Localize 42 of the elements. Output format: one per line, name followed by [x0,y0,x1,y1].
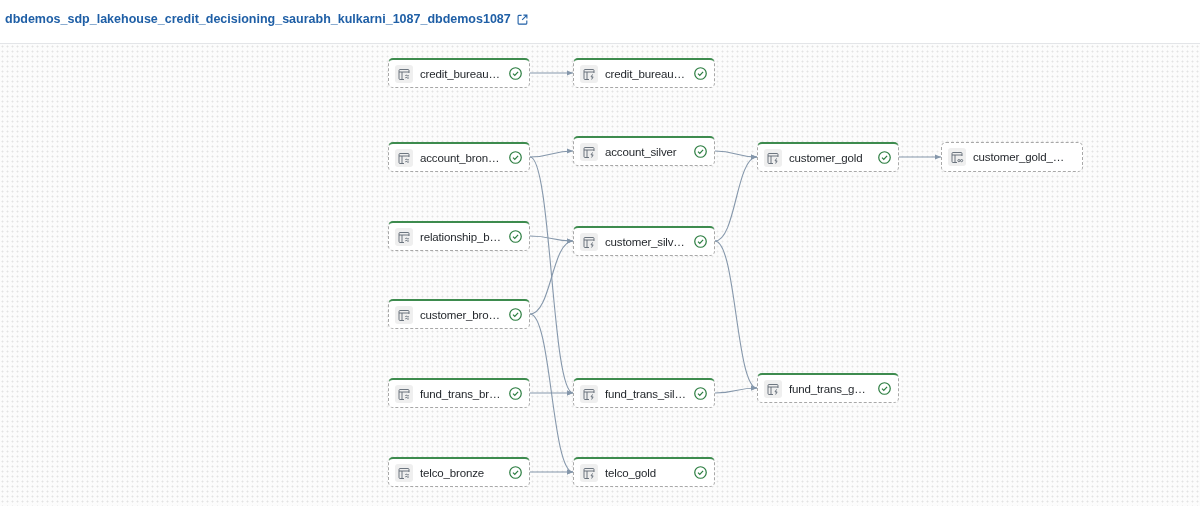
table-name: customer_gold [789,150,863,165]
table-node [388,299,530,329]
table-name: telco_bronze [420,465,485,480]
connector-arrow [529,70,574,76]
connector-arrow [529,313,574,473]
table-node [757,142,899,172]
table-name: credit_bureau… [420,66,500,81]
table-name: customer_gold_… [973,150,1065,164]
connector-arrow [529,156,574,394]
table-name: customer_bro… [420,307,500,322]
connector-arrow [714,240,758,389]
table-name: relationship_b… [420,229,501,244]
connector-arrow [898,154,942,160]
table-name: customer_silv… [605,234,685,249]
connector-arrow [714,385,758,394]
pipeline-title-link: dbdemos_sdp_lakehouse_credit_decisioning_saurabh_kulkarni_1087_dbdemos1087 [5,11,511,28]
table-name: telco_gold [605,465,656,480]
table-node [388,58,530,88]
connector-arrow [529,240,574,315]
table-name: fund_trans_br… [420,386,501,401]
table-node [573,58,715,88]
table-node [388,142,530,172]
connector-arrow [529,390,574,396]
table-name: account_bron… [420,150,500,165]
table-name: account_silver [605,144,677,159]
table-node [573,457,715,487]
table-node [573,226,715,256]
table-name: fund_trans_sil… [605,386,686,401]
table-node [573,378,715,408]
table-name: fund_trans_g… [789,381,866,396]
connector-arrow [714,156,758,242]
table-node [941,142,1083,172]
connector-arrow [529,235,574,244]
connector-arrow [529,469,574,475]
table-node [388,378,530,408]
table-name: credit_bureau… [605,66,685,81]
table-node [757,373,899,403]
table-node [388,457,530,487]
connector-arrow [714,150,758,160]
table-node [573,136,715,166]
table-node [388,221,530,251]
connector-arrow [529,148,574,158]
